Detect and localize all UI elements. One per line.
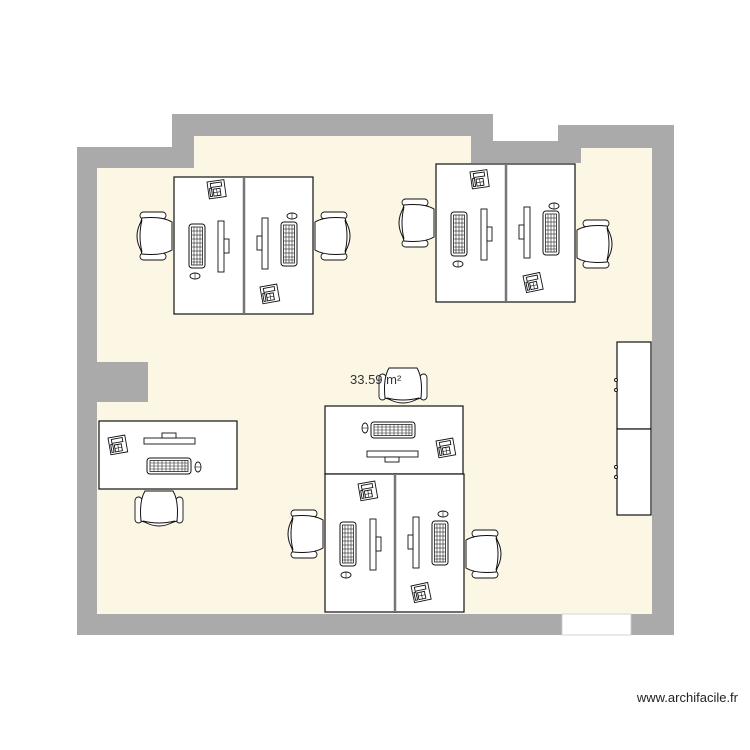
monitor-icon — [480, 208, 488, 261]
handle-icon — [614, 378, 618, 382]
phone-icon — [410, 582, 432, 604]
monitor-icon — [369, 518, 377, 571]
room-area-label: 33.59 m² — [350, 372, 402, 387]
monitor-icon — [217, 220, 225, 273]
desk-group-left[interactable] — [98, 420, 238, 527]
cabinet[interactable] — [616, 428, 652, 516]
monitor-icon — [366, 450, 419, 458]
phone-icon — [522, 272, 544, 294]
door-opening[interactable] — [561, 613, 632, 636]
keyboard-icon — [188, 223, 206, 269]
phone-icon — [357, 480, 379, 502]
handle-icon — [614, 388, 618, 392]
chair[interactable] — [136, 211, 173, 261]
cabinets[interactable] — [614, 341, 652, 516]
desk[interactable] — [435, 163, 507, 303]
desk[interactable] — [98, 420, 238, 490]
mouse-icon — [189, 272, 201, 280]
desk[interactable] — [173, 176, 245, 315]
monitor-icon — [261, 217, 269, 270]
mouse-icon — [340, 571, 352, 579]
mouse-icon — [361, 422, 369, 434]
cabinet[interactable] — [616, 341, 652, 430]
keyboard-icon — [370, 421, 416, 439]
monitor-icon — [523, 206, 531, 259]
desk-group-bottom-center[interactable] — [287, 367, 502, 613]
phone-icon — [107, 434, 129, 456]
keyboard-icon — [431, 520, 449, 566]
chair[interactable] — [314, 211, 351, 261]
keyboard-icon — [450, 211, 468, 257]
phone-icon — [435, 437, 457, 459]
chair[interactable] — [398, 198, 435, 248]
phone-icon — [469, 169, 490, 190]
chair[interactable] — [287, 509, 324, 559]
chair[interactable] — [134, 490, 184, 527]
desk[interactable] — [243, 176, 314, 315]
mouse-icon — [286, 212, 298, 220]
keyboard-icon — [339, 521, 357, 567]
watermark[interactable]: www.archifacile.fr — [636, 690, 738, 705]
handle-icon — [614, 465, 618, 469]
chair[interactable] — [465, 529, 502, 579]
handle-icon — [614, 475, 618, 479]
mouse-icon — [437, 510, 449, 518]
keyboard-icon — [146, 457, 192, 475]
desk[interactable] — [505, 163, 576, 303]
phone-icon — [259, 283, 281, 305]
chair[interactable] — [576, 219, 613, 269]
monitor-icon — [412, 516, 420, 569]
desk-group-top-left[interactable] — [136, 176, 351, 315]
desk-group-top-right[interactable] — [398, 163, 613, 303]
phone-icon — [206, 179, 227, 200]
mouse-icon — [194, 461, 202, 473]
wall-pillar — [97, 362, 148, 402]
monitor-icon — [143, 437, 196, 445]
mouse-icon — [548, 202, 560, 210]
keyboard-icon — [280, 221, 298, 267]
keyboard-icon — [542, 210, 560, 256]
mouse-icon — [452, 260, 464, 268]
